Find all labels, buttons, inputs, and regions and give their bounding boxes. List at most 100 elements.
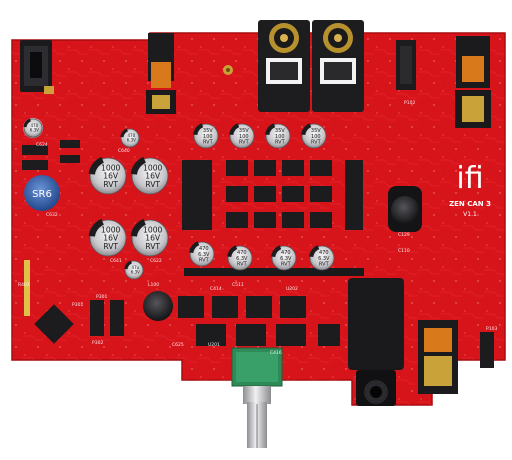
capacitor-marking: 100	[275, 134, 285, 140]
capacitor-marking: 100	[311, 134, 321, 140]
capacitor-marking: 6.3V	[127, 138, 136, 143]
capacitor-marking: 6.3V	[198, 252, 210, 258]
capacitor-marking: RVT	[281, 261, 292, 267]
capacitor-marking: RVT	[237, 261, 248, 267]
capacitor-marking: 1000	[101, 163, 120, 172]
inductor-label: SR6	[32, 189, 52, 200]
silkscreen-label: P301	[72, 302, 83, 308]
right-inductor	[388, 186, 422, 232]
capacitor-marking: 16V	[145, 234, 161, 243]
silkscreen-label: P102	[404, 100, 415, 106]
balanced-jack	[418, 320, 458, 394]
silkscreen-label: P302	[92, 340, 103, 346]
capacitor-marking: RVT	[239, 139, 250, 145]
brand-logo: ifi	[456, 161, 483, 196]
capacitor-marking: RVT	[203, 139, 214, 145]
blue-inductor: SR6	[24, 175, 60, 211]
silkscreen-label: C511	[232, 282, 244, 288]
dc-power-jack	[20, 40, 54, 94]
silkscreen-label: C416	[270, 350, 282, 356]
silkscreen-label: C414	[210, 286, 222, 292]
capacitor-marking: 100	[203, 134, 213, 140]
revision: V1.1	[463, 211, 477, 218]
capacitor-marking: 470	[199, 246, 209, 252]
capacitor-marking: 470	[31, 123, 39, 128]
header-right	[480, 332, 494, 368]
capacitor-marking: RVT	[275, 139, 286, 145]
capacitor-marking: 6.3V	[30, 128, 39, 133]
lower-ic-row	[178, 296, 340, 346]
capacitor-marking: 6.3V	[236, 256, 248, 262]
volume-potentiometer	[231, 347, 283, 448]
capacitor-marking: RVT	[103, 242, 118, 251]
silkscreen-label: C625	[172, 342, 184, 348]
capacitor-marking: RVT	[145, 242, 160, 251]
capacitor-marking: RVT	[319, 261, 330, 267]
silkscreen-label: C129	[398, 232, 410, 238]
capacitor-marking: 1000	[143, 163, 162, 172]
capacitor-marking: 470	[319, 250, 329, 256]
silkscreen-label: U201	[208, 342, 220, 348]
capacitor-marking: RVT	[145, 180, 160, 189]
output-jack-left	[146, 33, 176, 114]
capacitor-marking: 16V	[103, 234, 119, 243]
model-name: ZEN CAN 3	[449, 200, 491, 208]
rca-jack-left	[258, 20, 310, 112]
black-inductor	[143, 291, 173, 321]
silkscreen-label: P103	[486, 326, 497, 332]
capacitor-marking: 1000	[101, 225, 120, 234]
capacitor-marking: 100	[239, 134, 249, 140]
headphone-jack-large	[348, 278, 404, 406]
branding: ifi ZEN CAN 3 V1.1	[449, 161, 491, 218]
silkscreen-label: C640	[118, 148, 130, 154]
silkscreen-label: L100	[148, 282, 159, 288]
capacitor-marking: 47u	[132, 265, 140, 270]
output-jack-right	[455, 36, 491, 128]
silkscreen-label: P301	[96, 294, 107, 300]
capacitor-marking: 35V	[203, 128, 213, 134]
rca-jack-right	[312, 20, 364, 112]
capacitor-marking: 6.3V	[280, 256, 292, 262]
capacitor-marking: RVT	[199, 257, 210, 263]
silkscreen-label: C622	[150, 258, 162, 264]
capacitor-marking: RVT	[103, 180, 118, 189]
capacitor-marking: 470	[237, 250, 247, 256]
capacitor-marking: 35V	[239, 128, 249, 134]
silkscreen-label: R402	[18, 282, 30, 288]
ic-rows	[182, 160, 363, 230]
capacitor-marking: 16V	[103, 172, 119, 181]
capacitor-marking: 6.3V	[131, 270, 140, 275]
capacitor-marking: 470	[128, 133, 136, 138]
silkscreen-label: C624	[36, 142, 48, 148]
silkscreen-label: C110	[398, 248, 410, 254]
pin-header	[184, 268, 364, 276]
capacitor-marking: 6.3V	[318, 256, 330, 262]
capacitor-marking: 470	[281, 250, 291, 256]
capacitor-marking: 35V	[275, 128, 285, 134]
input-jack-small	[396, 40, 416, 90]
silkscreen-label: U202	[286, 286, 298, 292]
capacitor-marking: RVT	[311, 139, 322, 145]
silkscreen-labels: C640C641C624C632C129P102P103P301P302R402…	[18, 100, 497, 356]
capacitor-marking: 35V	[311, 128, 321, 134]
silkscreen-label: C632	[46, 212, 58, 218]
